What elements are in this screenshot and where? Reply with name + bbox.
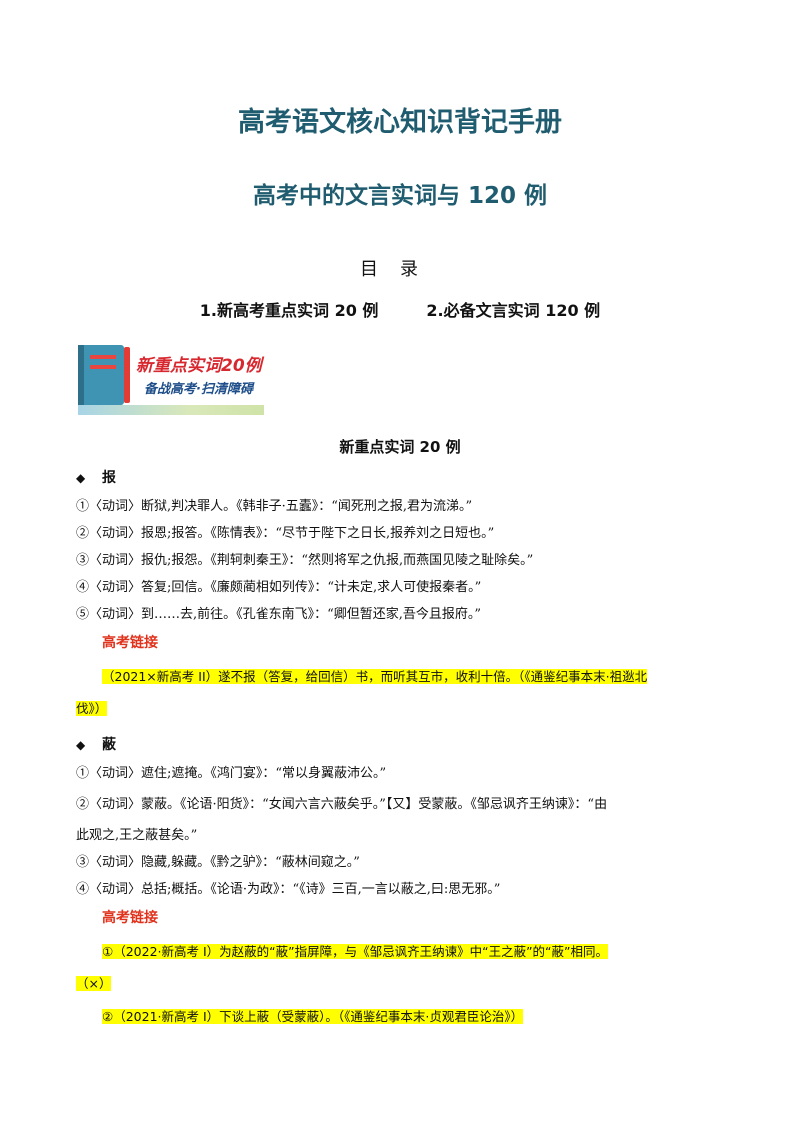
definition: ③〈动词〉报仇;报怨。《荆轲刺秦王》：“然则将军之仇报,而燕国见陵之耻除矣。” (76, 553, 534, 568)
definition: ④〈动词〉总括;概括。《论语·为政》：“《诗》三百,一言以蔽之,曰:思无邪。” (76, 882, 501, 897)
toc-list: 1.新高考重点实词 20 例 2.必备文言实词 120 例 (0, 297, 800, 321)
banner-title: 新重点实词20例 (136, 356, 262, 376)
definition: ③〈动词〉隐藏,躲藏。《黔之驴》：“蔽林间窥之。” (76, 855, 360, 870)
diamond-icon: ◆ (76, 471, 86, 485)
definition: ①〈动词〉遮住;遮掩。《鸿门宴》：“常以身翼蔽沛公。” (76, 766, 387, 781)
toc-item-1[interactable]: 1.新高考重点实词 20 例 (199, 301, 379, 320)
exam-link-item: （×） (76, 976, 112, 991)
document-subtitle: 高考中的文言实词与 120 例 (252, 183, 548, 209)
bookmark-icon (124, 347, 130, 403)
exam-link-item: ②（2021·新高考 I）下谈上蔽（受蒙蔽）。（《通鉴纪事本末·贞观君臣论治》） (102, 1009, 524, 1024)
entry-word: ◆报 (76, 463, 726, 493)
exam-link-item: ①（2022·新高考 I）为赵蔽的“蔽”指屏障，与《邹忌讽齐王纳谏》中“王之蔽”… (102, 944, 609, 959)
entry-word: ◆蔽 (76, 730, 726, 760)
exam-link-label: 高考链接 (102, 910, 158, 926)
document-title: 高考语文核心知识背记手册 (238, 107, 562, 138)
entry-bao: ◆报 ①〈动词〉断狱,判决罪人。《韩非子·五蠹》：“闻死刑之报,君为流涕。” ②… (76, 463, 726, 723)
banner-slogan: 备战高考·扫清障碍 (144, 382, 253, 397)
toc-item-2[interactable]: 2.必备文言实词 120 例 (426, 301, 601, 320)
book-icon (78, 345, 124, 405)
diamond-icon: ◆ (76, 738, 86, 752)
exam-link-item: 伐》） (76, 701, 108, 716)
definition: 此观之,王之蔽甚矣。” (76, 828, 198, 843)
section-banner: 新重点实词20例 备战高考·扫清障碍 (78, 345, 264, 415)
exam-link-label: 高考链接 (102, 635, 158, 651)
exam-link-item: （2021×新高考 II）遂不报（答复，给回信）书，而听其互市，收利十倍。（《通… (102, 669, 648, 684)
entry-bi: ◆蔽 ①〈动词〉遮住;遮掩。《鸿门宴》：“常以身翼蔽沛公。” ②〈动词〉蒙蔽。《… (76, 730, 726, 1035)
definition: ④〈动词〉答复;回信。《廉颇蔺相如列传》：“计未定,求人可使报秦者。” (76, 580, 482, 595)
definition: ⑤〈动词〉到……去,前往。《孔雀东南飞》：“卿但暂还家,吾今且报府。” (76, 607, 482, 622)
definition: ②〈动词〉报恩;报答。《陈情表》：“尽节于陛下之日长,报养刘之日短也。” (76, 526, 495, 541)
toc-heading: 目录 (360, 259, 440, 280)
section-title: 新重点实词 20 例 (339, 438, 461, 456)
definition: ①〈动词〉断狱,判决罪人。《韩非子·五蠹》：“闻死刑之报,君为流涕。” (76, 499, 473, 514)
definition: ②〈动词〉蒙蔽。《论语·阳货》：“女闻六言六蔽矣乎。”【又】受蒙蔽。《邹忌讽齐王… (76, 797, 608, 812)
